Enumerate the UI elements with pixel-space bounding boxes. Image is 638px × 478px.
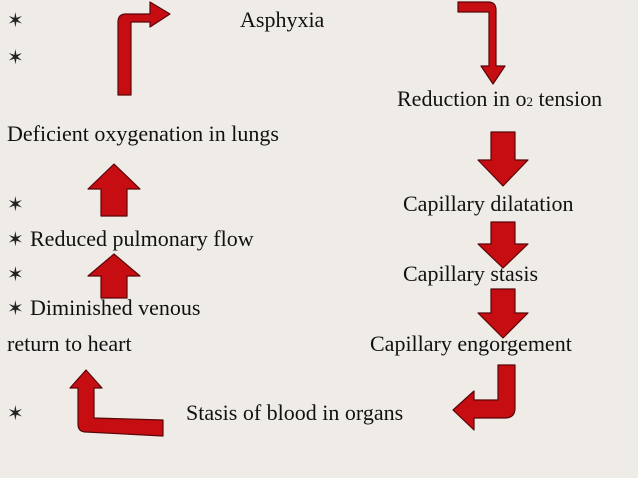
- node-capillary-dilatation: Capillary dilatation: [403, 191, 574, 216]
- bullet-icon: ✶: [7, 45, 24, 69]
- bullet-icon: ✶: [7, 227, 24, 251]
- node-deficient-oxygenation: Deficient oxygenation in lungs: [7, 121, 279, 146]
- reduction-suffix: tension: [533, 86, 603, 111]
- bent-arrow-right-down: [457, 1, 506, 85]
- reduction-prefix: Reduction in o: [397, 86, 527, 111]
- node-capillary-engorgement: Capillary engorgement: [370, 331, 572, 356]
- node-asphyxia: Asphyxia: [240, 7, 325, 32]
- node-reduced-pulmonary-flow: Reduced pulmonary flow: [30, 226, 254, 251]
- node-return-to-heart: return to heart: [7, 331, 132, 356]
- bent-arrow-down-left: [452, 364, 516, 431]
- down-arrow-1: [477, 131, 529, 187]
- node-diminished-venous: Diminished venous: [30, 295, 201, 320]
- bullet-icon: ✶: [7, 262, 24, 286]
- node-capillary-stasis: Capillary stasis: [403, 261, 539, 286]
- down-arrow-2: [477, 221, 529, 269]
- down-arrow-3: [477, 288, 529, 339]
- node-reduction-o2-tension: Reduction in o2 tension: [397, 86, 602, 115]
- up-arrow-1: [87, 163, 141, 217]
- bent-arrow-up-right: [117, 1, 171, 96]
- bullet-icon: ✶: [7, 401, 24, 425]
- reduction-subscript: 2: [526, 94, 534, 109]
- node-stasis-of-blood-in-organs: Stasis of blood in organs: [186, 400, 404, 425]
- bullet-icon: ✶: [7, 296, 24, 320]
- bullet-icon: ✶: [7, 8, 24, 32]
- up-arrow-2: [87, 253, 141, 299]
- bullet-icon: ✶: [7, 192, 24, 216]
- bent-arrow-left-up: [69, 369, 164, 437]
